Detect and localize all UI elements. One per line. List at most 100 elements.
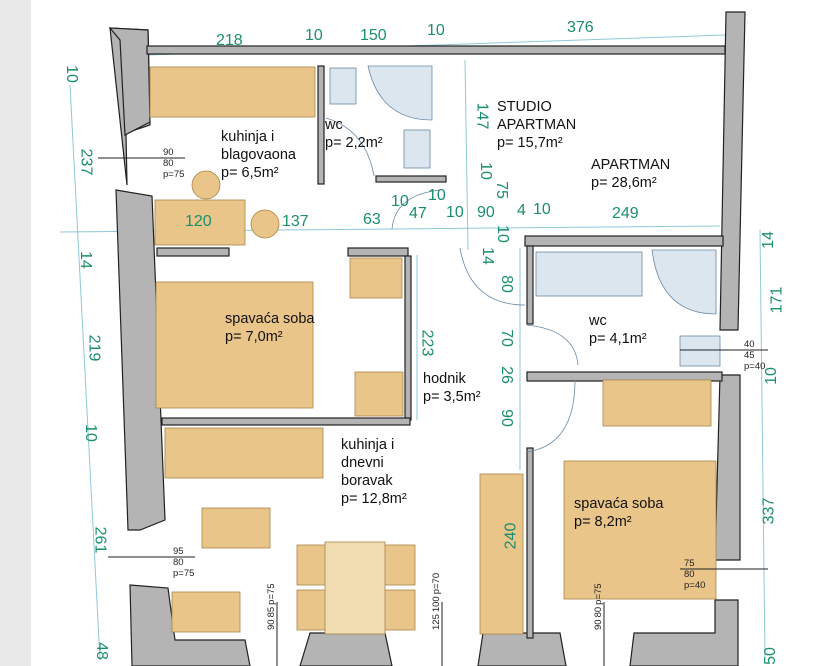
window-width: 95 — [173, 546, 184, 557]
unit-title: APARTMAN — [591, 157, 671, 173]
window-note-bottom-2: 125 100 p=70 — [431, 573, 442, 630]
dim-top-10a: 10 — [305, 27, 323, 44]
room-name-2: dnevni — [341, 455, 384, 471]
furniture — [149, 66, 717, 635]
window-note-left-top: 90 80 p=75 — [163, 147, 184, 180]
dim-top-218: 218 — [216, 32, 243, 49]
room-bedroom-1: spavaća soba p= 7,0m² — [225, 310, 314, 346]
window-width: 90 — [163, 147, 174, 158]
room-wc-studio: wc p= 2,2m² — [325, 116, 383, 152]
dim-top-10b: 10 — [427, 22, 445, 39]
dim-corr-80: 80 — [497, 275, 515, 293]
dim-right-337: 337 — [760, 497, 778, 525]
dim-mid-137: 137 — [282, 213, 309, 230]
window-height: 80 — [684, 569, 695, 580]
room-name-2: blagovaona — [221, 147, 296, 163]
window-note-bottom-3: 90 80 p=75 — [593, 583, 604, 630]
dim-mid-10c: 10 — [446, 204, 464, 221]
dim-left-10b: 10 — [81, 424, 99, 442]
room-kitchen-living: kuhinja i dnevni boravak p= 12,8m² — [341, 436, 407, 508]
dim-left-48: 48 — [92, 642, 110, 660]
room-name: hodnik — [423, 371, 466, 387]
window-sill: p=75 — [593, 583, 604, 605]
unit-area: p= 28,6m² — [591, 175, 657, 191]
dim-mid-63: 63 — [363, 211, 381, 228]
unit-title-2: APARTMAN — [497, 117, 577, 133]
window-sill: p=40 — [684, 580, 706, 591]
room-area: p= 7,0m² — [225, 329, 283, 345]
dim-right-171: 171 — [768, 286, 786, 314]
room-wc-apartment: wc p= 4,1m² — [589, 312, 647, 348]
dim-mid-120: 120 — [185, 213, 212, 230]
dim-v-10a: 10 — [476, 162, 494, 180]
dim-left-237: 237 — [77, 148, 95, 176]
unit-title: STUDIO — [497, 99, 552, 115]
dim-inner-240: 240 — [502, 522, 520, 550]
dim-top-376: 376 — [567, 19, 594, 36]
room-area: p= 12,8m² — [341, 491, 407, 507]
room-kitchen-dining: kuhinja i blagovaona p= 6,5m² — [221, 128, 296, 182]
dim-corr-70: 70 — [497, 329, 515, 347]
window-height: 45 — [744, 350, 755, 361]
window-sill: p=40 — [744, 361, 766, 372]
window-height: 80 — [593, 606, 604, 618]
dim-v-10b: 10 — [493, 225, 511, 243]
dim-left-261: 261 — [91, 526, 109, 554]
unit-apartment: APARTMAN p= 28,6m² — [591, 156, 670, 192]
dim-v-75: 75 — [492, 181, 510, 199]
dim-left-10: 10 — [62, 65, 80, 83]
window-note-left-bottom: 95 80 p=75 — [173, 546, 194, 579]
window-width: 90 — [266, 619, 277, 630]
window-height: 100 — [431, 596, 442, 613]
room-name: spavaća soba — [574, 496, 664, 512]
window-note-right-bed: 75 80 p=40 — [684, 558, 705, 591]
dim-mid-47: 47 — [409, 205, 427, 222]
room-area: p= 6,5m² — [221, 165, 279, 181]
window-height: 85 — [266, 606, 277, 618]
room-name: wc — [589, 313, 607, 329]
walls — [108, 11, 746, 666]
unit-area: p= 15,7m² — [497, 135, 563, 151]
room-name-3: boravak — [341, 473, 393, 489]
dim-left-14: 14 — [76, 251, 94, 269]
dim-mid-10a: 10 — [391, 193, 409, 210]
window-sill: p=75 — [173, 568, 195, 579]
window-note-right-wc: 40 45 p=40 — [744, 339, 765, 372]
dim-mid-4: 4 — [517, 202, 526, 219]
window-marker-lines — [98, 157, 768, 666]
room-bedroom-2: spavaća soba p= 8,2m² — [574, 495, 663, 531]
sanitary-fixtures — [329, 65, 721, 367]
window-height: 80 — [173, 557, 184, 568]
room-area: p= 8,2m² — [574, 514, 632, 530]
window-sill: p=75 — [163, 169, 185, 180]
room-area: p= 3,5m² — [423, 389, 481, 405]
room-area: p= 4,1m² — [589, 331, 647, 347]
window-width: 40 — [744, 339, 755, 350]
dim-top-150: 150 — [360, 27, 387, 44]
window-sill: p=75 — [266, 583, 277, 605]
window-width: 75 — [684, 558, 695, 569]
dim-corr-90: 90 — [497, 409, 515, 427]
room-area: p= 2,2m² — [325, 135, 383, 151]
dim-mid-90: 90 — [477, 204, 495, 221]
dim-right-50: 50 — [761, 647, 779, 665]
room-name: kuhinja i — [221, 129, 275, 145]
dim-v-147: 147 — [473, 102, 491, 130]
door-swings — [325, 117, 579, 453]
room-name: spavaća soba — [225, 311, 315, 327]
room-hallway: hodnik p= 3,5m² — [423, 370, 481, 406]
room-name: wc — [325, 117, 343, 133]
window-sill: p=70 — [431, 572, 442, 595]
dim-mid-249: 249 — [612, 205, 639, 222]
dim-left-219: 219 — [85, 334, 103, 362]
window-width: 125 — [431, 614, 442, 630]
window-note-bottom-1: 90 85 p=75 — [266, 583, 277, 630]
dim-inner-223: 223 — [418, 329, 436, 357]
window-width: 90 — [593, 619, 604, 630]
dim-mid-10b: 10 — [428, 187, 446, 204]
dim-right-10: 10 — [762, 367, 780, 385]
dim-corr-26: 26 — [497, 366, 515, 384]
dim-mid-10d: 10 — [533, 201, 551, 218]
room-name: kuhinja i — [341, 437, 395, 453]
